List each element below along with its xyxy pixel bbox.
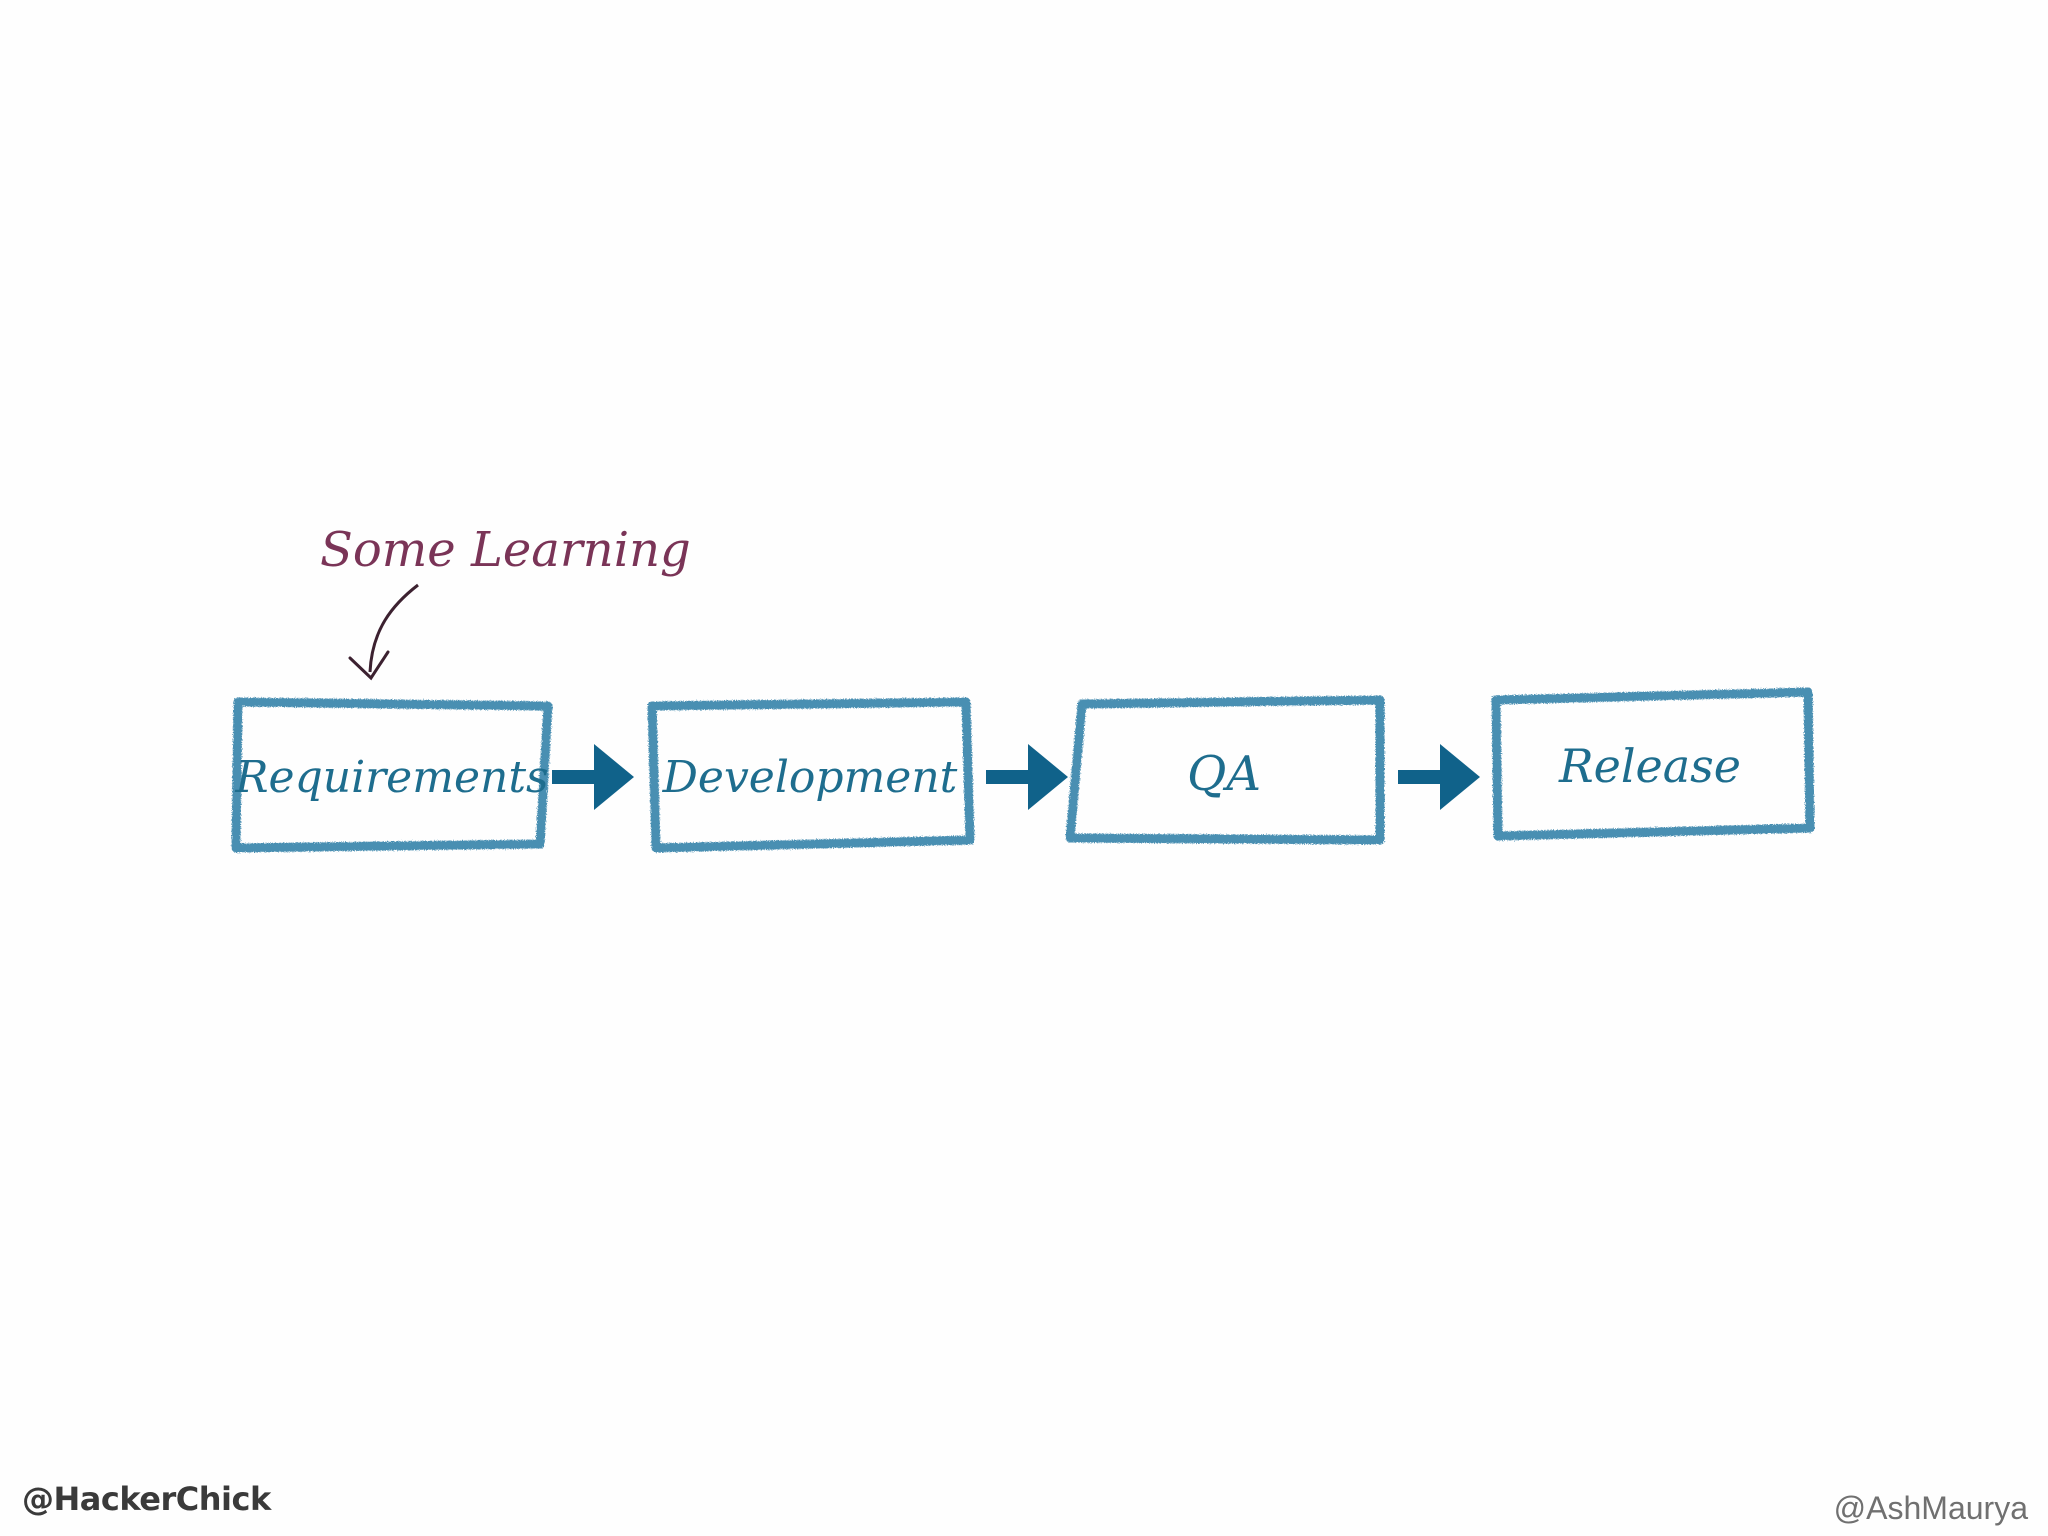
step-label-development: Development: [662, 752, 958, 803]
step-label-release: Release: [1558, 739, 1741, 793]
annotation-label: Some Learning: [320, 522, 691, 578]
step-development: Development: [647, 697, 975, 853]
flow-arrow-3: [1398, 744, 1480, 810]
credit-ashmaurya: @AshMaurya: [1833, 1490, 2028, 1526]
step-label-requirements: Requirements: [234, 752, 548, 803]
step-qa: QA: [1065, 695, 1385, 845]
annotation-arrow: [368, 583, 419, 673]
flow-arrow-1: [552, 744, 634, 810]
step-release: Release: [1491, 687, 1815, 841]
step-box: [647, 697, 975, 853]
step-box: [231, 697, 553, 853]
annotation-arrow-head: [348, 650, 390, 681]
credit-hackerchick: @HackerChick: [22, 1480, 271, 1518]
step-box: [1491, 687, 1815, 841]
step-box: [1065, 695, 1385, 845]
step-label-qa: QA: [1187, 746, 1261, 802]
step-requirements: Requirements: [231, 697, 553, 853]
flow-arrow-2: [986, 744, 1068, 810]
